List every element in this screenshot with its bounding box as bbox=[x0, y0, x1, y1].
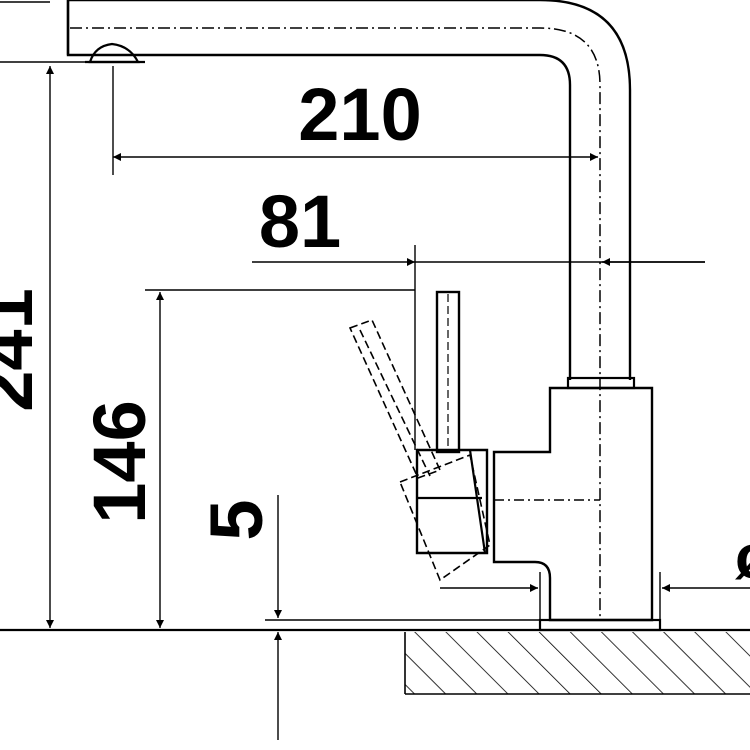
dimension-81-label: 81 bbox=[259, 180, 341, 263]
faucet-lever bbox=[348, 290, 491, 582]
dimension-5: 5 bbox=[195, 495, 540, 740]
countertop bbox=[0, 628, 750, 695]
faucet-body bbox=[492, 376, 662, 632]
dimension-241-label: 241 bbox=[0, 288, 48, 411]
dimension-base-diameter-label: ø bbox=[735, 523, 750, 592]
dimension-241: 241 bbox=[0, 1, 85, 628]
dimension-81: 81 bbox=[252, 180, 705, 450]
countertop-hatch bbox=[405, 632, 750, 694]
dimension-146: 146 bbox=[78, 289, 415, 628]
dimension-5-label: 5 bbox=[195, 499, 278, 540]
dimension-210: 210 bbox=[112, 66, 598, 175]
faucet-spout bbox=[66, 0, 632, 620]
dimension-210-label: 210 bbox=[298, 73, 421, 156]
dimension-base-diameter: ø bbox=[440, 523, 750, 620]
dimension-146-label: 146 bbox=[78, 400, 161, 523]
